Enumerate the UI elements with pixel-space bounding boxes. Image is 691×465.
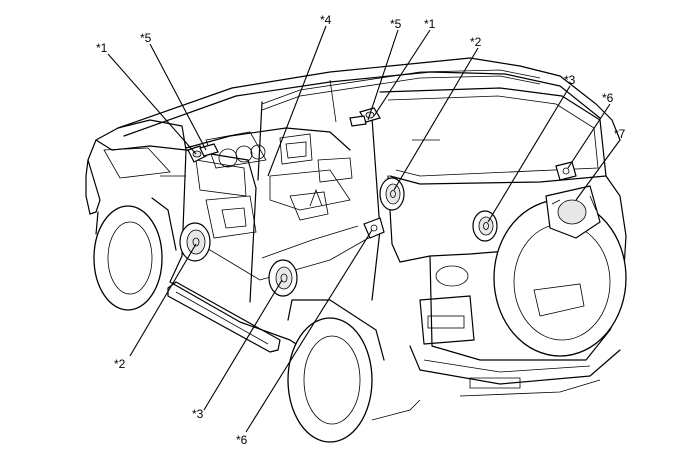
callout-1-front-tweeter-right: *1 — [424, 17, 436, 31]
callout-5-dash-speaker-left: *5 — [140, 31, 152, 45]
callout-labels: *1 *5 *4 *5 *1 *2 *3 *6 *7 *2 *3 *6 — [96, 13, 626, 447]
callout-6-quarter-speaker: *6 — [236, 433, 248, 447]
callout-3-rear-door-left: *3 — [192, 407, 204, 421]
callout-3-rear-door-right: *3 — [564, 73, 576, 87]
tweeter-right — [359, 107, 381, 123]
callout-6-rear-bracket: *6 — [602, 91, 614, 105]
speaker-quarter-right — [363, 217, 385, 239]
callout-1-front-tweeter-left: *1 — [96, 41, 108, 55]
callout-7-amplifier: *7 — [614, 127, 626, 141]
callout-2-front-door-left: *2 — [114, 357, 126, 371]
callout-5-dash-speaker-right: *5 — [390, 17, 402, 31]
leader-lines — [107, 25, 621, 433]
amplifier-assembly — [545, 185, 601, 239]
callout-2-front-door-right: *2 — [470, 35, 482, 49]
speaker-rear-door-right — [472, 210, 498, 242]
speaker-rear-door-left — [268, 259, 298, 297]
vehicle-illustration — [85, 57, 627, 443]
speaker-dash-right — [349, 115, 367, 127]
speaker-front-door-right — [379, 177, 405, 211]
subwoofer-bracket-rear — [555, 161, 577, 181]
speaker-front-door-left — [179, 222, 211, 262]
callout-4-center-component: *4 — [320, 13, 332, 27]
